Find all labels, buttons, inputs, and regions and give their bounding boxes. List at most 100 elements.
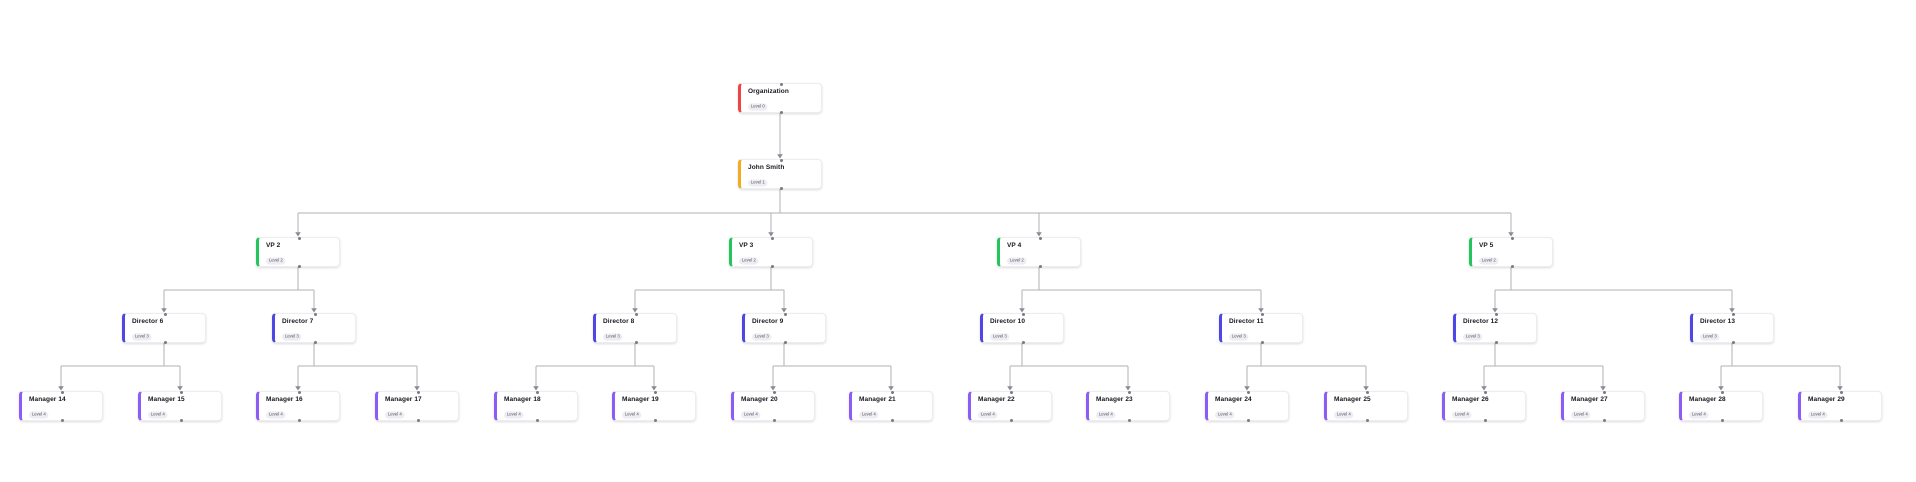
connection-handle-bottom-icon[interactable] — [163, 340, 167, 344]
connection-handle-bottom-icon[interactable] — [634, 340, 638, 344]
connection-handle-bottom-icon[interactable] — [1246, 418, 1250, 422]
connection-handle-top-icon[interactable] — [1602, 390, 1606, 394]
connection-handle-bottom-icon[interactable] — [772, 418, 776, 422]
node-level-badge: Level 4 — [1215, 411, 1235, 420]
connection-handle-bottom-icon[interactable] — [779, 186, 783, 190]
connection-handle-top-icon[interactable] — [179, 390, 183, 394]
connection-handle-bottom-icon[interactable] — [535, 418, 539, 422]
edge-arrowhead-icon — [781, 308, 787, 313]
connection-handle-bottom-icon[interactable] — [179, 418, 183, 422]
connection-handle-bottom-icon[interactable] — [1731, 340, 1735, 344]
connection-handle-top-icon[interactable] — [779, 158, 783, 162]
connection-handle-bottom-icon[interactable] — [1365, 418, 1369, 422]
connection-handle-bottom-icon[interactable] — [1038, 264, 1042, 268]
connection-handle-top-icon[interactable] — [653, 390, 657, 394]
connection-handle-bottom-icon[interactable] — [313, 340, 317, 344]
connection-handle-top-icon[interactable] — [1127, 390, 1131, 394]
connection-handle-bottom-icon[interactable] — [783, 340, 787, 344]
connection-handle-top-icon[interactable] — [1038, 236, 1042, 240]
connection-handle-top-icon[interactable] — [779, 82, 783, 86]
node-level-badge: Level 4 — [1808, 411, 1828, 420]
connection-handle-top-icon[interactable] — [1494, 312, 1498, 316]
edge-arrowhead-icon — [768, 232, 774, 237]
connection-handle-top-icon[interactable] — [634, 312, 638, 316]
connection-handle-top-icon[interactable] — [1260, 312, 1264, 316]
connection-handle-bottom-icon[interactable] — [1494, 340, 1498, 344]
connection-handle-bottom-icon[interactable] — [416, 418, 420, 422]
connection-handle-top-icon[interactable] — [1720, 390, 1724, 394]
connection-handle-bottom-icon[interactable] — [1839, 418, 1843, 422]
connection-handle-bottom-icon[interactable] — [60, 418, 64, 422]
connection-handle-bottom-icon[interactable] — [297, 418, 301, 422]
connection-handle-top-icon[interactable] — [772, 390, 776, 394]
edge-arrowhead-icon — [295, 232, 301, 237]
connection-handle-top-icon[interactable] — [890, 390, 894, 394]
connection-handle-bottom-icon[interactable] — [1021, 340, 1025, 344]
connection-handle-top-icon[interactable] — [783, 312, 787, 316]
edge-arrowhead-icon — [177, 386, 183, 391]
connection-handle-bottom-icon[interactable] — [1127, 418, 1131, 422]
node-level-badge: Level 3 — [1463, 333, 1483, 342]
connection-handle-top-icon[interactable] — [1021, 312, 1025, 316]
connection-handle-top-icon[interactable] — [416, 390, 420, 394]
connection-handle-bottom-icon[interactable] — [1009, 418, 1013, 422]
node-title: Manager 21 — [859, 396, 896, 403]
connection-handle-top-icon[interactable] — [60, 390, 64, 394]
connection-handle-bottom-icon[interactable] — [297, 264, 301, 268]
node-level-badge: Level 1 — [748, 179, 768, 188]
connection-handle-top-icon[interactable] — [770, 236, 774, 240]
connection-handle-bottom-icon[interactable] — [1602, 418, 1606, 422]
connection-handle-bottom-icon[interactable] — [890, 418, 894, 422]
connection-handle-bottom-icon[interactable] — [779, 110, 783, 114]
connection-handle-top-icon[interactable] — [1510, 236, 1514, 240]
connection-handle-bottom-icon[interactable] — [1260, 340, 1264, 344]
connection-handle-top-icon[interactable] — [163, 312, 167, 316]
connection-handle-top-icon[interactable] — [1246, 390, 1250, 394]
connection-handle-bottom-icon[interactable] — [653, 418, 657, 422]
connection-handle-top-icon[interactable] — [297, 236, 301, 240]
connection-handle-bottom-icon[interactable] — [1510, 264, 1514, 268]
connection-handle-top-icon[interactable] — [1839, 390, 1843, 394]
connection-handle-bottom-icon[interactable] — [1483, 418, 1487, 422]
connection-handle-top-icon[interactable] — [1009, 390, 1013, 394]
connection-handle-top-icon[interactable] — [1731, 312, 1735, 316]
connection-handle-top-icon[interactable] — [1483, 390, 1487, 394]
connection-handle-bottom-icon[interactable] — [770, 264, 774, 268]
connection-handle-top-icon[interactable] — [297, 390, 301, 394]
connection-handle-top-icon[interactable] — [313, 312, 317, 316]
connection-handle-top-icon[interactable] — [1365, 390, 1369, 394]
connection-handle-bottom-icon[interactable] — [1720, 418, 1724, 422]
connection-handle-top-icon[interactable] — [535, 390, 539, 394]
